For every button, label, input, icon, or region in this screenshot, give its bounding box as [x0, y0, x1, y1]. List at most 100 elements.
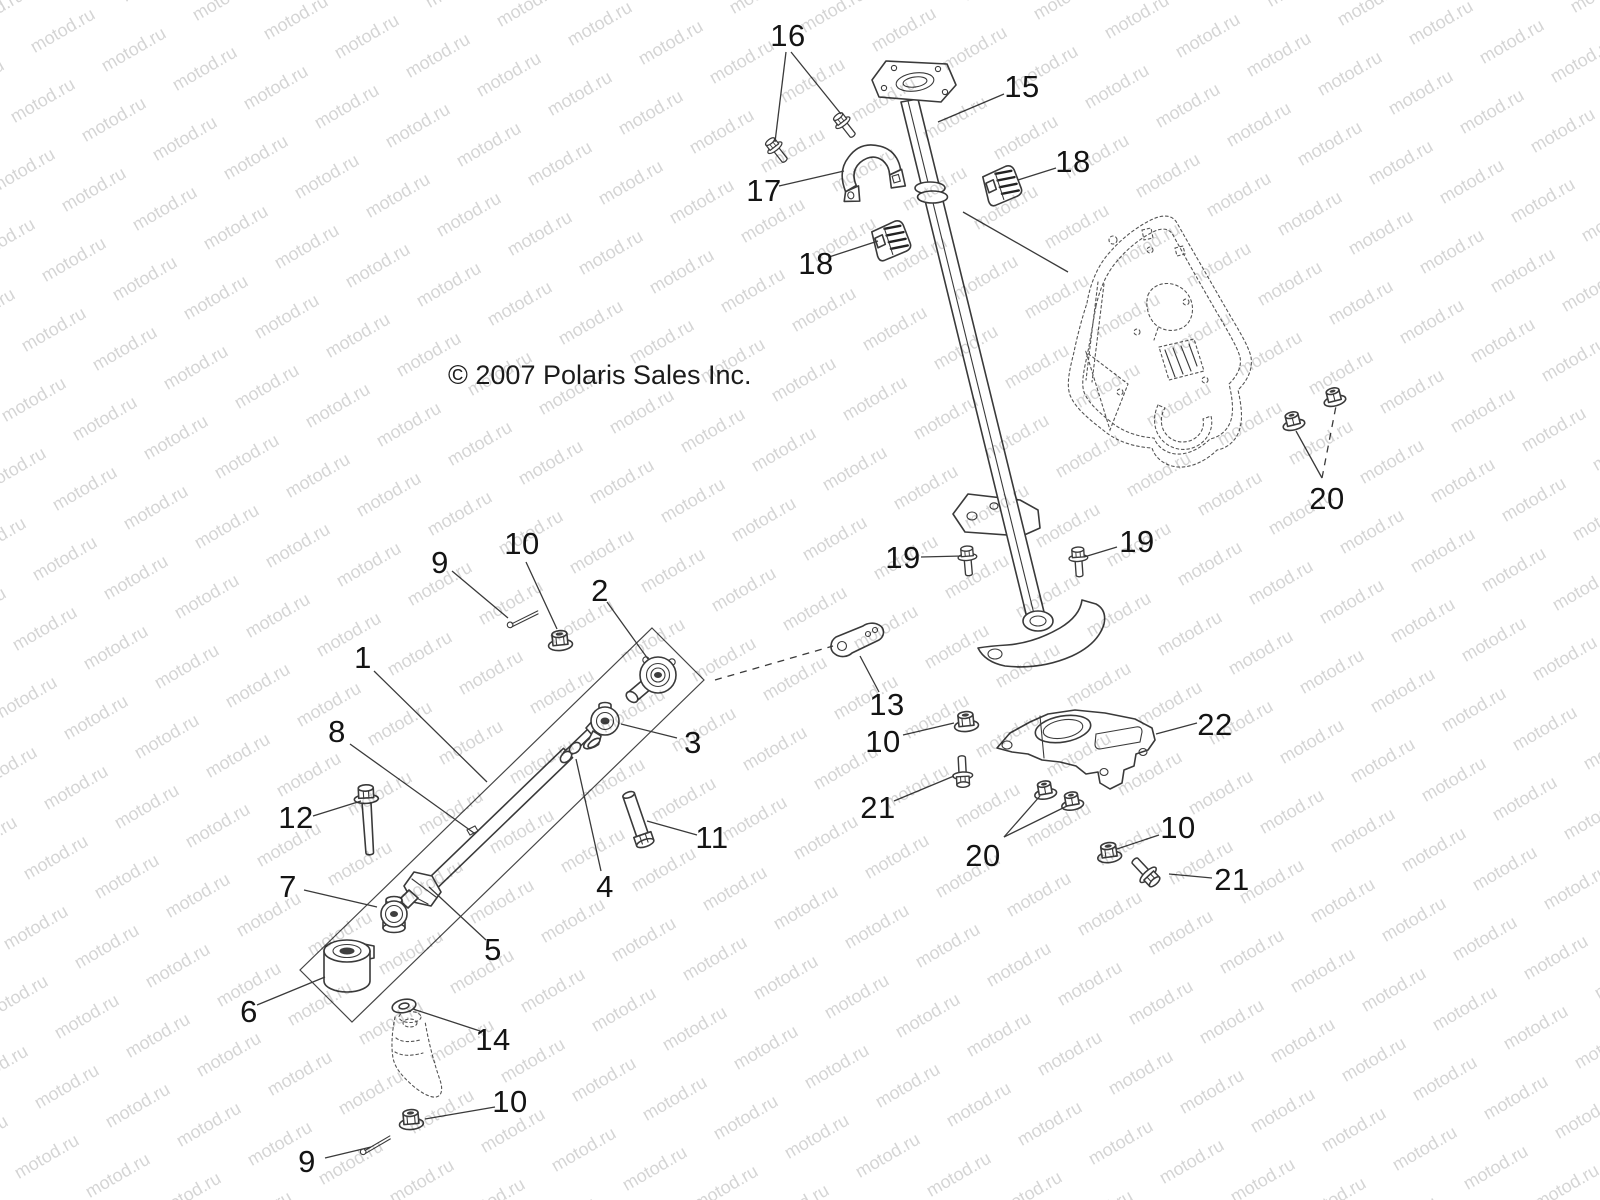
leader-line	[893, 775, 955, 802]
leader-line	[1321, 405, 1337, 479]
leader-line	[902, 722, 955, 736]
leader-line	[606, 601, 649, 660]
callout-12: 12	[278, 800, 314, 835]
leader-line	[646, 820, 698, 836]
leader-line	[1017, 167, 1057, 181]
leader-line	[920, 555, 963, 558]
callout-5: 5	[484, 932, 502, 967]
pitman-arm	[977, 599, 1106, 668]
leader-line	[303, 889, 378, 908]
rod-end-upper	[582, 701, 620, 750]
column-bushing	[978, 162, 1025, 209]
leader-line	[451, 570, 509, 619]
leader-line	[620, 723, 678, 739]
rod-end-lower	[380, 889, 419, 934]
callout-10: 10	[865, 724, 901, 759]
leader-line	[828, 240, 879, 258]
leader-line	[962, 211, 1069, 273]
callout-9: 9	[431, 545, 449, 580]
leader-line	[1003, 795, 1041, 838]
leader-line	[373, 670, 488, 783]
tie-rod-assembly	[299, 627, 705, 1023]
leader-line	[256, 976, 326, 1006]
callout-20: 20	[1309, 481, 1345, 516]
leader-line	[525, 561, 558, 630]
callout-8: 8	[328, 714, 346, 749]
leader-lines	[256, 51, 1337, 1159]
callout-7: 7	[279, 869, 297, 904]
dust-boot	[391, 1010, 443, 1098]
dash-panel	[1067, 215, 1252, 468]
callout-3: 3	[684, 725, 702, 760]
bolt-21	[951, 754, 974, 789]
leader-line	[937, 93, 1005, 123]
mount-bracket	[996, 709, 1156, 790]
link-plate	[830, 622, 885, 658]
callout-1: 1	[354, 640, 372, 675]
leader-line	[424, 1106, 496, 1120]
callout-19: 19	[885, 540, 921, 575]
copyright-text: © 2007 Polaris Sales Inc.	[448, 360, 752, 390]
leader-line	[412, 1008, 481, 1032]
callout-4: 4	[596, 869, 614, 904]
bolt-21	[1125, 851, 1165, 892]
callout-21: 21	[1214, 862, 1250, 897]
callout-10: 10	[504, 526, 540, 561]
leader-line	[349, 743, 475, 834]
leader-line	[1003, 805, 1068, 838]
flange-bearing	[625, 656, 677, 704]
callout-17: 17	[746, 173, 782, 208]
callout-19: 19	[1119, 524, 1155, 559]
leader-line	[324, 1146, 372, 1159]
callout-10: 10	[492, 1084, 528, 1119]
nut-20	[1279, 408, 1307, 434]
bolt-19	[1067, 545, 1090, 579]
washer-14	[390, 996, 418, 1016]
nut-10	[1095, 840, 1124, 865]
nut-20	[1320, 384, 1348, 410]
callout-15: 15	[1004, 69, 1040, 104]
callout-6: 6	[240, 994, 258, 1029]
bolt-19	[956, 544, 980, 578]
leader-line	[1083, 546, 1118, 558]
leader-line	[1155, 722, 1198, 735]
callout-10: 10	[1160, 810, 1196, 845]
nut-20	[1031, 778, 1059, 802]
callout-16: 16	[770, 18, 806, 53]
rubber-bushing	[323, 939, 375, 993]
nut-10	[397, 1107, 425, 1132]
leader-line	[312, 800, 362, 817]
leader-line	[1116, 834, 1160, 850]
steering-clamp	[841, 144, 907, 203]
leader-line	[774, 51, 787, 143]
leader-line	[859, 655, 880, 693]
callout-14: 14	[475, 1022, 511, 1057]
stud-11	[618, 788, 656, 851]
callout-20: 20	[965, 838, 1001, 873]
leader-line	[428, 886, 487, 941]
leader-line	[790, 51, 842, 115]
leader-line	[714, 645, 834, 681]
nut-10	[952, 709, 980, 734]
callout-18: 18	[1055, 144, 1091, 179]
tie-rod-boundary-box	[299, 627, 705, 1023]
callout-2: 2	[591, 573, 609, 608]
bolt-12	[352, 783, 383, 857]
callout-13: 13	[869, 687, 905, 722]
callout-21: 21	[860, 790, 896, 825]
column-bushing	[867, 217, 914, 264]
leader-line	[1168, 873, 1213, 879]
callout-22: 22	[1197, 707, 1233, 742]
leader-line	[778, 170, 845, 187]
leader-line	[575, 758, 602, 872]
callout-9: 9	[298, 1144, 316, 1179]
cotter-pin-9	[505, 610, 540, 629]
callout-11: 11	[695, 820, 729, 855]
callout-18: 18	[798, 246, 834, 281]
bolt-16	[829, 108, 861, 143]
cotter-pin-9	[357, 1135, 393, 1156]
nut-10	[546, 628, 574, 653]
bolt-16	[761, 133, 793, 168]
